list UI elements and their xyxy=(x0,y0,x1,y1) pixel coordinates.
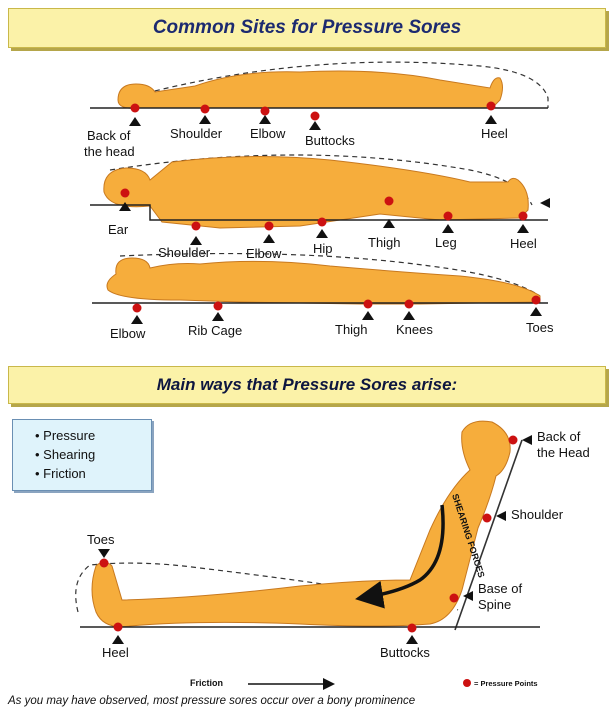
pointer-heel-side xyxy=(517,224,529,233)
pointer-heel-reclined xyxy=(112,635,124,644)
pointer-heel xyxy=(485,115,497,124)
pressure-point-back-of-head xyxy=(131,104,140,113)
label-base-of-spine-line1: Base of xyxy=(478,581,522,596)
pressure-point-toes xyxy=(532,296,541,305)
pointer-shoulder xyxy=(199,115,211,124)
label-elbow-prone: Elbow xyxy=(110,326,146,341)
label-rib-cage: Rib Cage xyxy=(188,323,242,338)
label-thigh-prone: Thigh xyxy=(335,322,368,337)
cause-item: • Pressure xyxy=(35,426,151,445)
label-elbow-side: Elbow xyxy=(246,246,282,261)
pressure-point-elbow-side xyxy=(265,222,274,231)
pressure-point-shoulder-side xyxy=(192,222,201,231)
label-leg: Leg xyxy=(435,235,457,250)
pressure-point-buttocks-reclined xyxy=(408,624,417,633)
body-semi-reclined xyxy=(92,421,510,627)
legend-pressure-point-dot xyxy=(463,679,471,687)
body-side-lying xyxy=(104,156,528,228)
pointer-shoulder-side xyxy=(190,236,202,245)
figure-supine: Back of the head Shoulder Elbow Buttocks… xyxy=(84,62,548,159)
cause-friction: Friction xyxy=(43,466,86,481)
legend-pressure-points-label: = Pressure Points xyxy=(474,679,538,688)
pressure-point-buttocks xyxy=(311,112,320,121)
label-elbow: Elbow xyxy=(250,126,286,141)
pointer-knees xyxy=(403,311,415,320)
label-heel: Heel xyxy=(481,126,508,141)
diagram-legend: Friction = Pressure Points xyxy=(190,678,538,688)
pointer-back-of-head xyxy=(129,117,141,126)
label-thigh: Thigh xyxy=(368,235,401,250)
pointer-toes-reclined xyxy=(98,549,110,558)
body-supine xyxy=(118,71,503,108)
pointer-rib-cage xyxy=(212,312,224,321)
label-base-of-spine-line2: Spine xyxy=(478,597,511,612)
label-heel-side: Heel xyxy=(510,236,537,251)
pressure-point-shoulder-reclined xyxy=(483,514,492,523)
pressure-point-hip xyxy=(318,218,327,227)
cause-item: • Friction xyxy=(35,464,151,483)
label-buttocks-reclined: Buttocks xyxy=(380,645,430,660)
pressure-point-shoulder xyxy=(201,105,210,114)
label-shoulder-side: Shoulder xyxy=(158,245,211,260)
pointer-buttocks xyxy=(309,121,321,130)
label-toes-reclined: Toes xyxy=(87,532,115,547)
label-shoulder: Shoulder xyxy=(170,126,223,141)
pressure-point-back-of-head-reclined xyxy=(509,436,518,445)
pointer-toes xyxy=(530,307,542,316)
pressure-point-ear xyxy=(121,189,130,198)
label-ear: Ear xyxy=(108,222,129,237)
label-heel-reclined: Heel xyxy=(102,645,129,660)
label-back-of-head-line1: Back of xyxy=(87,128,131,143)
pressure-point-heel xyxy=(487,102,496,111)
pressure-point-heel-side xyxy=(519,212,528,221)
pointer-hip xyxy=(316,229,328,238)
figure-semi-reclined: SHEARING FORCES Back of the Head Shoulde… xyxy=(76,421,590,660)
label-back-of-head-reclined-line1: Back of xyxy=(537,429,581,444)
label-buttocks: Buttocks xyxy=(305,133,355,148)
pressure-point-thigh xyxy=(385,197,394,206)
label-knees: Knees xyxy=(396,322,433,337)
pointer-leg xyxy=(442,224,454,233)
pointer-elbow xyxy=(259,115,271,124)
pointer-elbow-prone xyxy=(131,315,143,324)
body-prone xyxy=(107,258,540,304)
pressure-point-leg xyxy=(444,212,453,221)
figure-side-lying: Ear Shoulder Elbow Hip Thigh Leg Heel xyxy=(90,155,550,261)
pressure-point-toes-reclined xyxy=(100,559,109,568)
pointer-shoulder-reclined xyxy=(496,511,506,521)
caption: As you may have observed, most pressure … xyxy=(8,695,608,707)
pressure-point-thigh-prone xyxy=(364,300,373,309)
pressure-point-heel-reclined xyxy=(114,623,123,632)
label-hip: Hip xyxy=(313,241,333,256)
cause-shearing: Shearing xyxy=(43,447,95,462)
pressure-point-elbow-prone xyxy=(133,304,142,313)
label-back-of-head-line2: the head xyxy=(84,144,135,159)
legend-friction-label: Friction xyxy=(190,678,223,688)
cause-pressure: Pressure xyxy=(43,428,95,443)
pointer-elbow-side xyxy=(263,234,275,243)
label-back-of-head-reclined-line2: the Head xyxy=(537,445,590,460)
pointer-back-of-head-reclined xyxy=(522,435,532,445)
figure-prone: Elbow Rib Cage Thigh Knees Toes xyxy=(92,254,554,341)
pointer-thigh-prone xyxy=(362,311,374,320)
label-shoulder-reclined: Shoulder xyxy=(511,507,564,522)
pointer-heel-arrow xyxy=(540,198,550,208)
pressure-point-base-of-spine xyxy=(450,594,459,603)
pressure-point-elbow xyxy=(261,107,270,116)
causes-list-box: • Pressure • Shearing • Friction xyxy=(12,419,152,491)
cause-item: • Shearing xyxy=(35,445,151,464)
pressure-point-rib-cage xyxy=(214,302,223,311)
pressure-point-knees xyxy=(405,300,414,309)
label-toes: Toes xyxy=(526,320,554,335)
pointer-buttocks-reclined xyxy=(406,635,418,644)
